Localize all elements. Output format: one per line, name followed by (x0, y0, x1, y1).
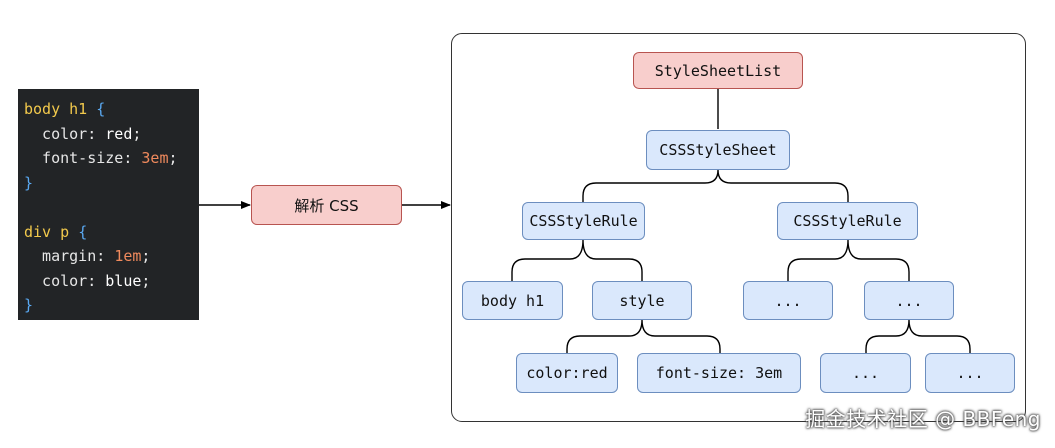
parse-css-box: 解析 CSS (251, 185, 402, 225)
node-selector-body-h1: body h1 (462, 281, 563, 320)
edge-rule-left-children (511, 239, 643, 281)
node-ellipsis-3: ... (820, 353, 911, 393)
code-token-val: red (105, 124, 133, 143)
code-token-punc: ; (132, 124, 142, 143)
code-token-punc: : (87, 271, 106, 290)
code-token-brace: } (24, 173, 34, 192)
code-line: } (24, 171, 199, 196)
edge-sheet-rules (582, 169, 849, 202)
code-token-punc: ; (141, 247, 151, 265)
code-token-sel: body h1 (24, 100, 97, 118)
node-decl-font-size: font-size: 3em (637, 353, 801, 393)
code-token-prop: color (24, 124, 88, 143)
code-token-brace: { (96, 100, 106, 118)
code-token-punc: ; (168, 149, 178, 167)
node-ellipsis-1: ... (743, 281, 833, 320)
node-ellipsis-4: ... (925, 353, 1015, 393)
code-token-brace: { (78, 222, 88, 241)
code-token-sel: div p (24, 222, 79, 241)
node-decl-color: color:red (516, 353, 618, 393)
node-style: style (592, 281, 692, 320)
code-line: div p { (24, 220, 199, 245)
edge-rule-right-children (787, 239, 910, 281)
watermark: 掘金技术社区 @ BBFeng (805, 407, 1041, 431)
code-line: color: blue; (24, 269, 199, 294)
code-token-prop: font-size (24, 149, 124, 167)
code-line: } (24, 293, 199, 318)
code-token-prop: margin (24, 247, 97, 265)
edge-ellipsis-children (865, 319, 971, 353)
code-line: font-size: 3em; (24, 146, 199, 171)
code-line: body h1 { (24, 97, 199, 122)
node-cssstylerule-right: CSSStyleRule (777, 202, 918, 240)
node-cssstylesheet: CSSStyleSheet (646, 130, 790, 170)
node-cssstylerule-left: CSSStyleRule (522, 202, 645, 240)
code-token-prop: color (24, 271, 88, 290)
css-code-block: body h1 { color: red; font-size: 3em;} di… (18, 89, 199, 320)
code-token-punc: ; (141, 271, 151, 290)
node-ellipsis-2: ... (864, 281, 954, 320)
edge-style-decls (566, 319, 721, 353)
code-token-val: blue (105, 271, 142, 290)
code-token-punc: : (96, 247, 115, 265)
code-token-brace: } (24, 296, 34, 314)
code-token-num: 1em (114, 247, 142, 265)
node-stylesheetlist: StyleSheetList (633, 52, 803, 89)
code-line: margin: 1em; (24, 244, 199, 269)
code-token-punc: : (123, 149, 142, 167)
code-token-num: 3em (141, 149, 169, 167)
code-token-punc: : (87, 124, 106, 143)
code-line: color: red; (24, 122, 199, 147)
